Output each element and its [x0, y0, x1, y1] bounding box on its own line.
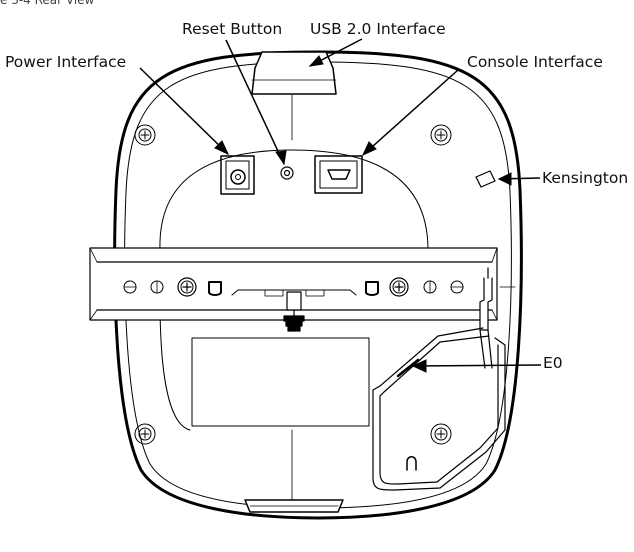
screw-bottom-right: [430, 423, 452, 445]
label-plate: [191, 337, 370, 427]
housing-outline: [113, 50, 523, 520]
screw-top-right: [430, 124, 452, 146]
console-port: [314, 155, 363, 194]
power-arrow: [139, 67, 229, 155]
kensington-label: Kensington: [542, 169, 629, 187]
reset-arrow: [225, 39, 285, 165]
figure-caption: e 3-4 Rear View: [0, 0, 95, 7]
console-arrow: [362, 69, 459, 156]
power-interface-label: Power Interface: [5, 53, 127, 71]
reset-button-label: Reset Button: [182, 20, 283, 38]
console-interface-label: Console Interface: [467, 53, 603, 71]
center-region: [159, 149, 429, 251]
power-port: [220, 155, 255, 195]
arrowheads: [214, 55, 512, 373]
reset-button: [280, 166, 294, 180]
usb-interface-label: USB 2.0 Interface: [310, 20, 446, 38]
bracket-latch: [283, 291, 305, 332]
kensington-slot: [475, 170, 496, 188]
e0-label: E0: [543, 354, 563, 372]
e0-arrow: [412, 364, 542, 367]
e0-cable: [372, 267, 506, 491]
screw-top-left: [134, 124, 156, 146]
screw-bottom-left: [134, 423, 156, 445]
mounting-bracket: [89, 247, 498, 321]
